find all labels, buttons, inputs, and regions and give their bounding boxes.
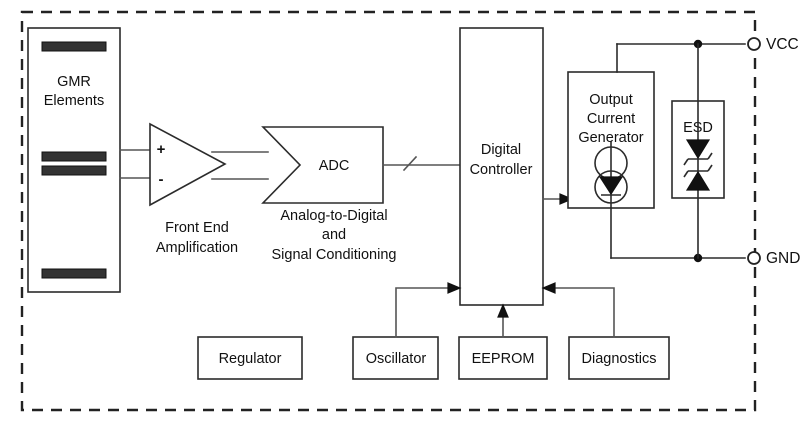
block-eeprom[interactable]: EEPROM: [458, 336, 548, 380]
caption-analog-to-digital: Analog-to-Digital and Signal Conditionin…: [272, 208, 397, 263]
ocg-label-line2: Current: [587, 111, 635, 127]
eeprom-box: [458, 336, 548, 380]
atd-caption-line2: and: [322, 227, 346, 243]
diode-triangle-icon: [598, 176, 624, 196]
block-output-current-generator[interactable]: Output Current Generator: [567, 71, 655, 209]
terminal-gnd[interactable]: GND: [747, 250, 800, 267]
terminal-vcc[interactable]: VCC: [747, 36, 799, 53]
wire-diagnostics-to-controller: [550, 287, 615, 338]
esd-zener-upper-bend-right: [707, 152, 713, 160]
gmr-bar-1: [41, 41, 107, 52]
atd-caption-line3: Signal Conditioning: [272, 247, 397, 263]
block-gmr-elements[interactable]: GMR Elements: [27, 27, 121, 293]
front-end-caption-line2: Amplification: [156, 240, 238, 256]
gnd-terminal-circle-icon: [747, 251, 761, 265]
esd-zener-lower-icon: [685, 170, 711, 191]
digital-controller-label-line2: Controller: [470, 162, 533, 178]
amplifier-triangle: [149, 122, 227, 207]
wire-oscillator-to-controller: [395, 287, 453, 338]
ocg-label-line3: Generator: [578, 130, 643, 146]
diagnostics-box: [568, 336, 670, 380]
package-boundary: [20, 10, 757, 412]
diagnostics-label: Diagnostics: [582, 351, 657, 367]
arrowhead-to-ocg-icon: [559, 193, 574, 205]
vcc-terminal-circle-icon: [747, 37, 761, 51]
block-digital-controller[interactable]: Digital Controller: [459, 27, 544, 306]
regulator-label: Regulator: [219, 351, 282, 367]
oscillator-box: [352, 336, 439, 380]
ocg-label-line1: Output: [589, 92, 633, 108]
digital-controller-label-line1: Digital: [481, 142, 521, 158]
gmr-bar-3: [41, 165, 107, 176]
oscillator-label: Oscillator: [366, 351, 427, 367]
adc-label: ADC: [319, 158, 350, 174]
gmr-bar-2: [41, 151, 107, 162]
vcc-label: VCC: [766, 36, 799, 53]
gmr-elements-label-line2: Elements: [44, 93, 104, 109]
block-oscillator[interactable]: Oscillator: [352, 336, 439, 380]
arrowhead-diagnostics-icon: [541, 282, 556, 294]
arrowhead-eeprom-icon: [497, 303, 509, 318]
eeprom-label: EEPROM: [472, 351, 535, 367]
esd-zener-lower-bend-right: [707, 164, 713, 172]
regulator-box: [197, 336, 303, 380]
block-esd[interactable]: ESD: [671, 43, 725, 259]
esd-zener-lower-bend-left: [683, 170, 689, 178]
arrowhead-oscillator-icon: [447, 282, 462, 294]
bus-slash-marker-icon: [402, 155, 418, 172]
digital-controller-box: [459, 27, 544, 306]
esd-zener-upper-icon: [685, 139, 711, 160]
esd-zener-upper-bend-left: [683, 158, 689, 166]
front-end-caption-line1: Front End: [165, 220, 229, 236]
gnd-label: GND: [766, 250, 800, 267]
amplifier-minus-label: -: [159, 171, 164, 188]
block-regulator[interactable]: Regulator: [197, 336, 303, 380]
block-front-end-amplifier[interactable]: + -: [149, 122, 227, 207]
gmr-elements-label-line1: GMR: [57, 74, 91, 90]
block-adc[interactable]: ADC: [261, 126, 384, 204]
adc-shape: [261, 126, 384, 204]
amplifier-plus-label: +: [157, 141, 166, 158]
gmr-bar-4: [41, 268, 107, 279]
caption-front-end-amplification: Front End Amplification: [156, 220, 238, 256]
block-diagnostics[interactable]: Diagnostics: [568, 336, 670, 380]
atd-caption-line1: Analog-to-Digital: [280, 208, 387, 224]
